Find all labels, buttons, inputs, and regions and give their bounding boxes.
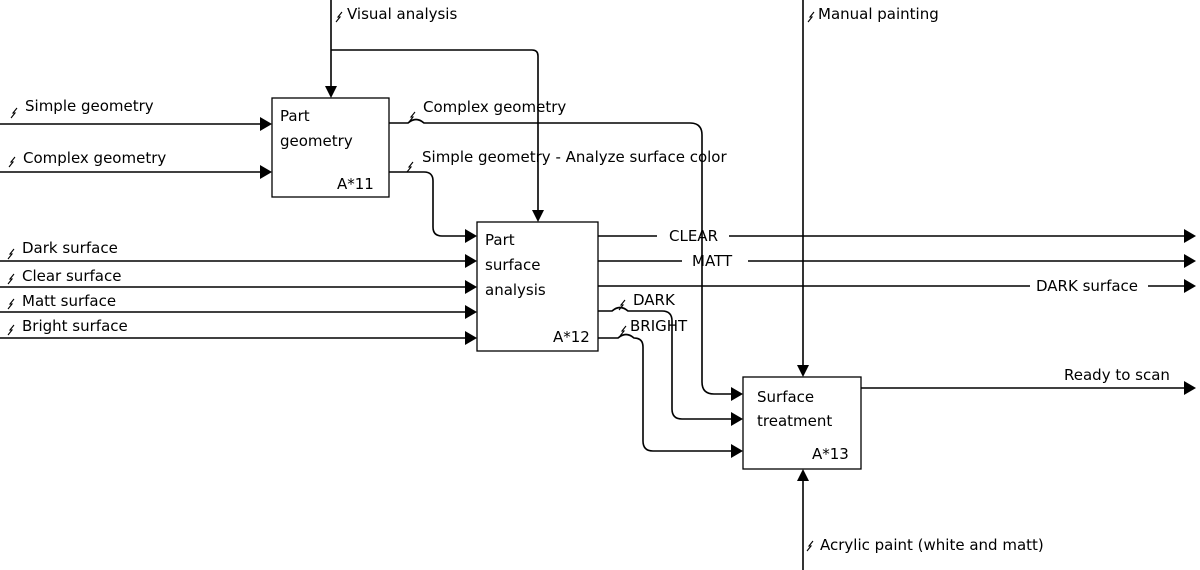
box-part-surface-analysis-title-3: analysis [485,281,546,299]
bright-tunnel-icon [619,325,627,337]
complex-geometry-out-arrowhead [731,387,743,401]
acrylic-paint-tunnel-icon [806,540,814,552]
arrow-complex-geometry-out: Complex geometry [389,98,743,401]
box-part-surface-analysis[interactable]: Part surface analysis A*12 [476,221,599,352]
dark-surface-out-label: DARK surface [1036,277,1138,295]
box-surface-treatment[interactable]: Surface treatment A*13 [742,376,862,470]
bright-surface-arrowhead [465,331,477,345]
bright-label: BRIGHT [630,317,688,335]
complex-geometry-in-label: Complex geometry [23,149,166,167]
acrylic-paint-label: Acrylic paint (white and matt) [820,536,1044,554]
dark-surface-tunnel-icon [7,248,15,260]
clear-surface-label: Clear surface [22,267,121,285]
arrow-matt-out: MATT [598,252,1196,270]
arrow-ready-to-scan: Ready to scan [861,366,1196,395]
complex-geometry-out-label: Complex geometry [423,98,566,116]
matt-out-arrowhead [1184,254,1196,268]
visual-analysis-branch [331,49,539,212]
simple-geometry-out-tunnel-icon [406,161,414,173]
complex-geometry-in-arrowhead [260,165,272,179]
arrow-manual-painting: Manual painting [797,0,939,377]
bright-arrowhead [731,444,743,458]
matt-surface-arrowhead [465,305,477,319]
clear-surface-tunnel-icon [7,273,15,285]
manual-painting-arrowhead [797,365,809,377]
arrow-simple-geometry-in: Simple geometry [0,97,272,131]
bright-surface-label: Bright surface [22,317,128,335]
complex-geometry-out-line [389,118,733,395]
simple-geometry-in-tunnel-icon [10,107,18,119]
dark-line [598,306,733,420]
box-part-geometry[interactable]: Part geometry A*11 [271,97,390,198]
matt-out-label: MATT [692,252,733,270]
matt-surface-tunnel-icon [7,298,15,310]
dark-label: DARK [633,291,676,309]
clear-out-arrowhead [1184,229,1196,243]
arrow-acrylic-paint: Acrylic paint (white and matt) [797,469,1044,570]
dark-surface-out-arrowhead [1184,279,1196,293]
complex-geometry-in-tunnel-icon [8,156,16,168]
arrow-dark-surface: Dark surface [0,239,477,268]
dark-tunnel-icon [618,299,626,311]
visual-analysis-branch-arrowhead [532,210,544,222]
box-surface-treatment-id: A*13 [812,445,849,463]
manual-painting-tunnel-icon [807,11,815,23]
dark-surface-label: Dark surface [22,239,118,257]
box-part-geometry-id: A*11 [337,175,374,193]
box-surface-treatment-title-2: treatment [757,412,832,430]
simple-geometry-in-label: Simple geometry [25,97,154,115]
visual-analysis-arrowhead [325,86,337,98]
ready-to-scan-label: Ready to scan [1064,366,1170,384]
arrow-clear-surface: Clear surface [0,267,477,294]
dark-arrowhead [731,412,743,426]
box-part-surface-analysis-title-2: surface [485,256,540,274]
clear-out-label: CLEAR [669,227,718,245]
arrow-bright-surface: Bright surface [0,317,477,345]
simple-geometry-in-arrowhead [260,117,272,131]
arrow-bright: BRIGHT [598,317,743,458]
arrow-clear-out: CLEAR [598,227,1196,245]
arrow-visual-analysis: Visual analysis [325,0,544,222]
arrow-matt-surface: Matt surface [0,292,477,319]
box-part-surface-analysis-title-1: Part [485,231,515,249]
arrow-dark: DARK [598,291,743,426]
arrow-dark-surface-out: DARK surface [598,277,1196,295]
bright-surface-tunnel-icon [7,324,15,336]
box-part-geometry-frame [271,97,390,198]
ready-to-scan-arrowhead [1184,381,1196,395]
visual-analysis-tunnel-icon [335,11,343,23]
dark-surface-arrowhead [465,254,477,268]
bright-line [598,333,733,452]
manual-painting-label: Manual painting [818,5,939,23]
arrow-complex-geometry-in: Complex geometry [0,149,272,179]
complex-geometry-out-tunnel-icon [408,111,416,123]
box-part-surface-analysis-id: A*12 [553,328,590,346]
box-surface-treatment-frame [742,376,862,470]
box-part-surface-analysis-frame [476,221,599,352]
matt-surface-label: Matt surface [22,292,116,310]
simple-geometry-out-label: Simple geometry - Analyze surface color [422,148,727,166]
clear-surface-arrowhead [465,280,477,294]
simple-geometry-out-arrowhead [465,229,477,243]
visual-analysis-label: Visual analysis [347,5,457,23]
simple-geometry-out-line [389,171,467,237]
arrow-simple-geometry-out: Simple geometry - Analyze surface color [389,148,727,243]
box-part-geometry-title-2: geometry [280,132,353,150]
acrylic-paint-arrowhead [797,469,809,481]
box-surface-treatment-title-1: Surface [757,388,814,406]
box-part-geometry-title-1: Part [280,107,310,125]
